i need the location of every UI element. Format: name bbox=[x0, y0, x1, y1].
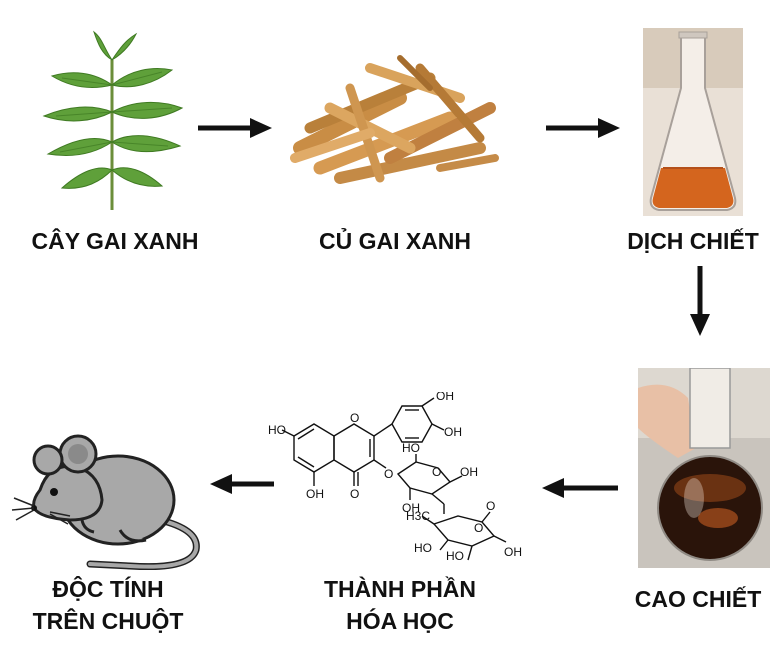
arrow-left-2 bbox=[210, 474, 274, 494]
plant-label: CÂY GAI XANH bbox=[31, 228, 199, 254]
plant-icon bbox=[42, 30, 184, 210]
mol-ho-a: HO bbox=[268, 423, 286, 437]
round-flask-icon bbox=[638, 368, 770, 568]
mol-oh-e: OH bbox=[460, 465, 478, 479]
mol-o-carbonyl: O bbox=[350, 487, 359, 501]
toxicity-label-line2: TRÊN CHUỘT bbox=[32, 608, 184, 634]
extract-liquid-label: DỊCH CHIẾT bbox=[627, 228, 759, 254]
chemistry-label-line2: HÓA HỌC bbox=[346, 608, 454, 634]
mol-o-link2: O bbox=[486, 499, 495, 513]
mol-o-sugar1: O bbox=[432, 465, 441, 479]
mol-oh-g: OH bbox=[402, 501, 420, 515]
mol-o-sugar2: O bbox=[474, 521, 483, 535]
roots-label: CỦ GAI XANH bbox=[318, 228, 472, 254]
mol-o-ring: O bbox=[350, 411, 359, 425]
chemistry-label-line1: THÀNH PHẦN bbox=[323, 576, 477, 602]
mol-ho-f: HO bbox=[402, 441, 420, 455]
mol-oh-b: OH bbox=[436, 392, 454, 403]
arrow-down bbox=[690, 266, 710, 336]
mol-ho-h: HO bbox=[414, 541, 432, 555]
mouse-icon bbox=[11, 434, 200, 570]
toxicity-label-line1: ĐỘC TÍNH bbox=[52, 576, 164, 602]
dried-roots-icon bbox=[290, 55, 499, 184]
flavonoid-glycoside-structure: HO OH OH O OH O O O OH HO OH O H3C O HO … bbox=[268, 392, 522, 563]
flask-icon bbox=[643, 28, 743, 216]
extract-paste-label: CAO CHIẾT bbox=[634, 586, 762, 612]
arrow-right-2 bbox=[546, 118, 620, 138]
mol-oh-d: OH bbox=[306, 487, 324, 501]
mol-oh-j: OH bbox=[504, 545, 522, 559]
mol-oh-c: OH bbox=[444, 425, 462, 439]
arrow-left-1 bbox=[542, 478, 618, 498]
arrow-right-1 bbox=[198, 118, 272, 138]
mol-h3c: H3C bbox=[406, 509, 430, 523]
mol-ho-i: HO bbox=[446, 549, 464, 563]
mol-o-link: O bbox=[384, 467, 393, 481]
